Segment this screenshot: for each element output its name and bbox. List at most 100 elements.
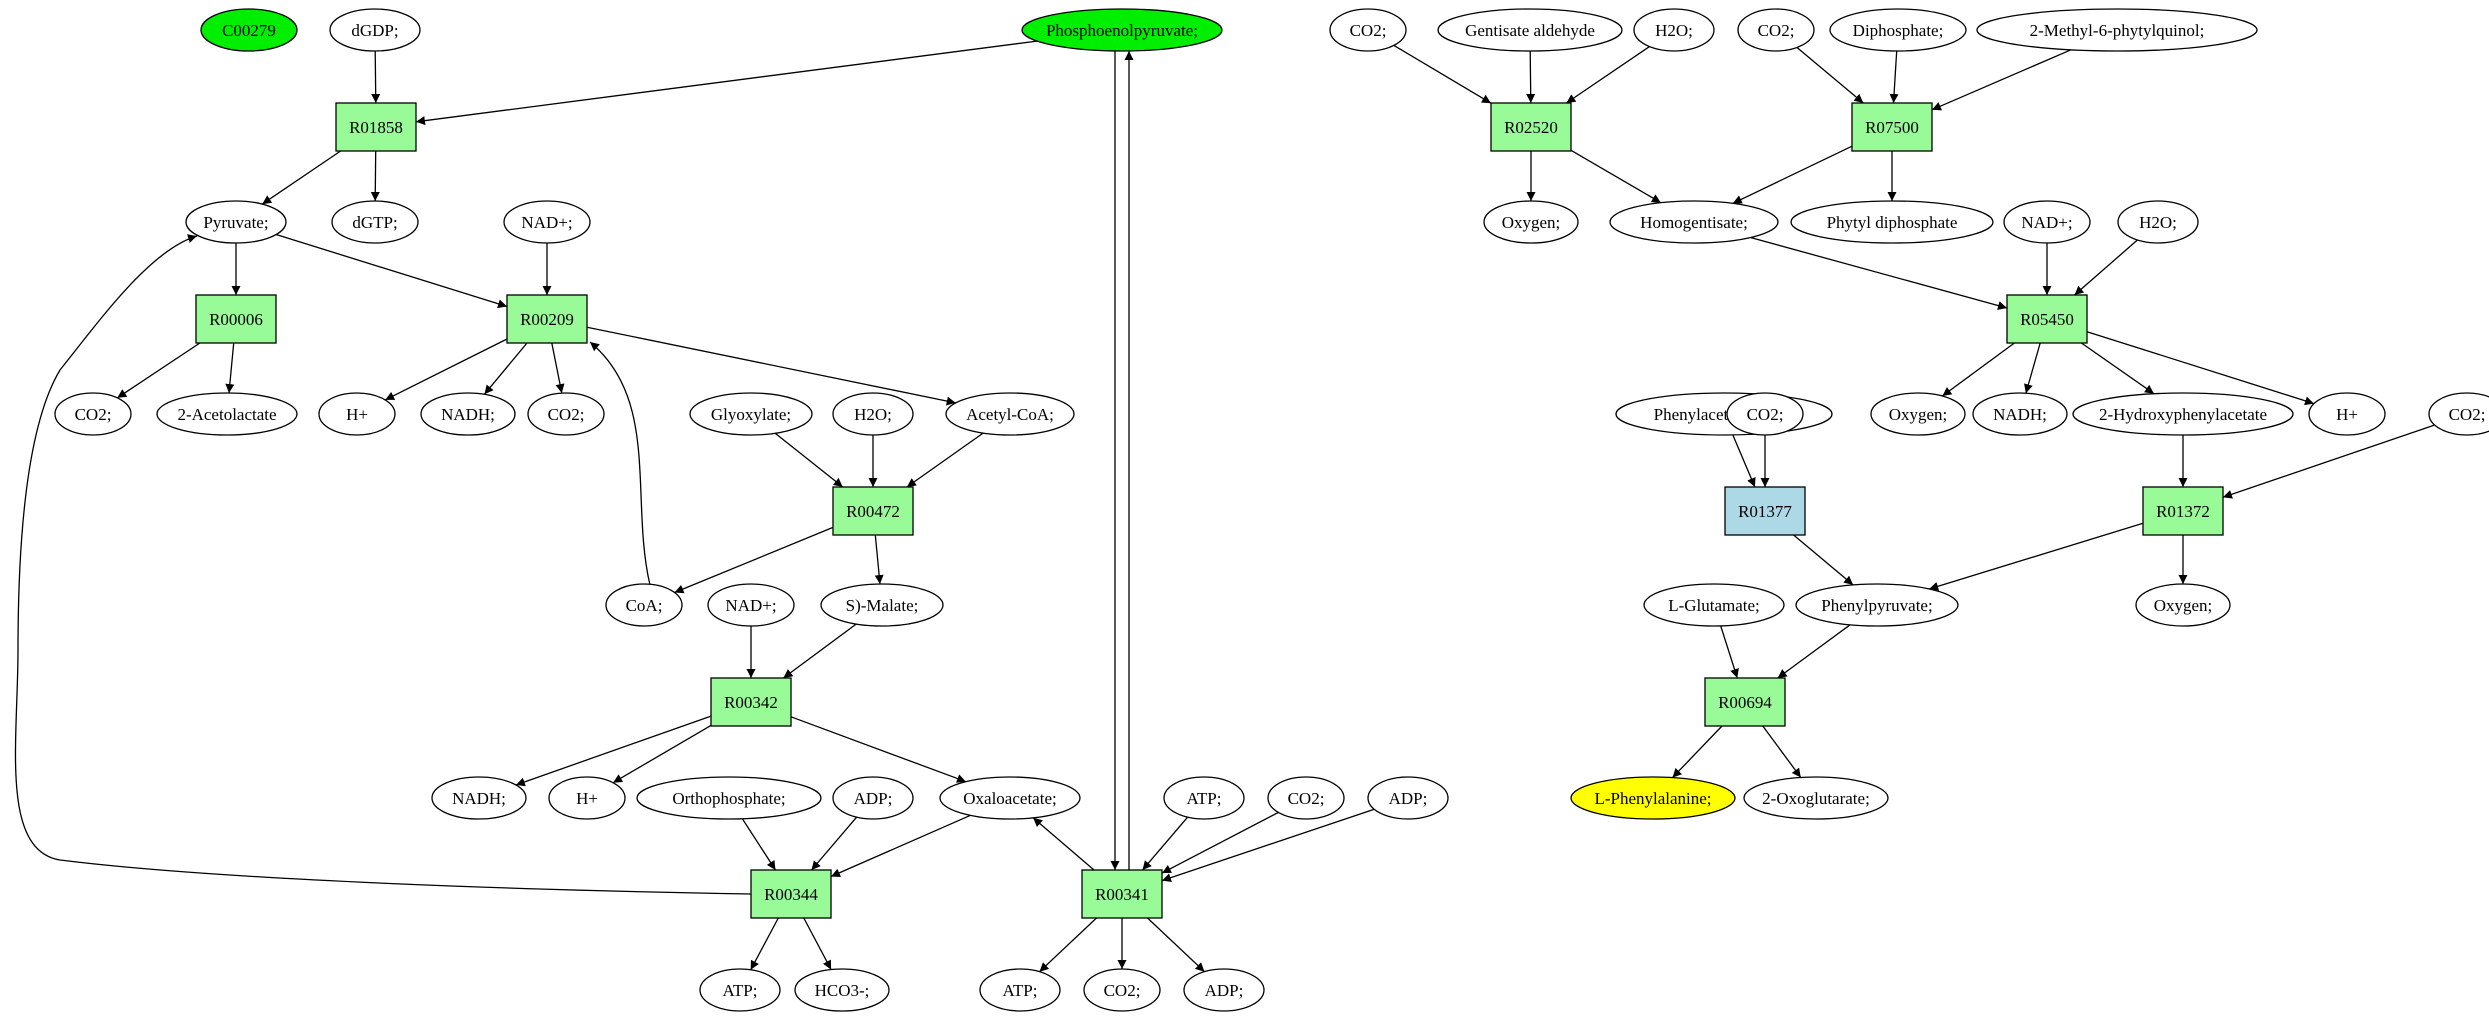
edge-r00006-to-co2_a xyxy=(116,342,201,399)
compound-node-adp_c[interactable]: ADP; xyxy=(1183,968,1265,1012)
node-label: Oxygen; xyxy=(1502,213,1561,232)
edge-r05450-to-oxygen_b xyxy=(1942,342,2015,397)
compound-node-atp_a[interactable]: ATP; xyxy=(1163,776,1245,820)
compound-node-hydroxyphenylacetate[interactable]: 2-Hydroxyphenylacetate xyxy=(2072,392,2294,436)
edge-r05450-to-hplus_c xyxy=(2086,331,2315,406)
compound-node-hplus_c[interactable]: H+ xyxy=(2308,392,2386,436)
reaction-node-r05450[interactable]: R05450 xyxy=(2006,294,2088,344)
node-label: C00279 xyxy=(222,21,276,40)
reaction-box xyxy=(2142,486,2224,536)
compound-ellipse xyxy=(1609,200,1779,244)
node-label: Oxygen; xyxy=(1889,405,1948,424)
compound-node-homogentisate[interactable]: Homogentisate; xyxy=(1609,200,1779,244)
compound-node-h2o_b[interactable]: H2O; xyxy=(1633,8,1715,52)
compound-node-co2_g[interactable]: CO2; xyxy=(1726,392,1804,436)
reaction-node-r07500[interactable]: R07500 xyxy=(1851,102,1933,152)
compound-node-lphenylalanine[interactable]: L-Phenylalanine; xyxy=(1570,776,1736,820)
nodes-layer: C00279 dGDP; Phosphoenolpyruvate; R01858Pyr… xyxy=(54,8,2489,1012)
edge-r00209-to-co2_b xyxy=(551,342,565,394)
compound-node-oxygen_b[interactable]: Oxygen; xyxy=(1870,392,1966,436)
compound-node-pep[interactable]: Phosphoenolpyruvate; xyxy=(1021,8,1223,52)
compound-ellipse xyxy=(1183,968,1265,1012)
compound-ellipse xyxy=(318,392,396,436)
compound-ellipse xyxy=(1633,8,1715,52)
node-label: Pyruvate; xyxy=(203,213,268,232)
compound-node-glyoxylate[interactable]: Glyoxylate; xyxy=(689,392,813,436)
compound-ellipse xyxy=(1643,583,1785,627)
reaction-node-r00344[interactable]: R00344 xyxy=(750,869,832,919)
node-label: Gentisate aldehyde xyxy=(1465,21,1595,40)
compound-node-dgtp[interactable]: dGTP; xyxy=(331,200,419,244)
reaction-node-r01377[interactable]: R01377 xyxy=(1724,486,1806,536)
edge-pep-to-r01858 xyxy=(415,40,1038,126)
compound-node-co2_c[interactable]: CO2; xyxy=(1267,776,1345,820)
compound-node-co2_d[interactable]: CO2; xyxy=(1083,968,1161,1012)
compound-ellipse xyxy=(832,776,914,820)
node-label: R00472 xyxy=(846,502,900,521)
compound-node-co2_f[interactable]: CO2; xyxy=(1737,8,1815,52)
compound-node-c00279[interactable]: C00279 xyxy=(200,8,298,52)
node-label: R00342 xyxy=(724,693,778,712)
compound-node-acetylcoa[interactable]: Acetyl-CoA; xyxy=(945,392,1075,436)
compound-node-methylphytyl[interactable]: 2-Methyl-6-phytylquinol; xyxy=(1976,8,2258,52)
compound-node-orthophosphate[interactable]: Orthophosphate; xyxy=(636,776,822,820)
node-label: Phenylpyruvate; xyxy=(1821,596,1932,615)
compound-node-nad2[interactable]: NAD+; xyxy=(707,583,795,627)
compound-node-co2_e[interactable]: CO2; xyxy=(1329,8,1407,52)
compound-node-adp_a[interactable]: ADP; xyxy=(832,776,914,820)
compound-node-lglutamate[interactable]: L-Glutamate; xyxy=(1643,583,1785,627)
edge-acetylcoa-to-r00472 xyxy=(906,432,984,488)
compound-node-atp_b[interactable]: ATP; xyxy=(699,968,781,1012)
compound-node-oxaloacetate[interactable]: Oxaloacetate; xyxy=(939,776,1081,820)
reaction-node-r00342[interactable]: R00342 xyxy=(710,677,792,727)
compound-node-smalate[interactable]: S)-Malate; xyxy=(820,583,944,627)
edge-r00006-to-acetolactate xyxy=(225,342,235,394)
reaction-node-r00006[interactable]: R00006 xyxy=(195,294,277,344)
reaction-node-r00209[interactable]: R00209 xyxy=(506,294,588,344)
node-label: 2-Oxoglutarate; xyxy=(1762,789,1870,808)
node-label: R01858 xyxy=(349,118,403,137)
compound-node-oxoglutarate[interactable]: 2-Oxoglutarate; xyxy=(1743,776,1889,820)
compound-node-h2o_a[interactable]: H2O; xyxy=(832,392,914,436)
compound-node-coa[interactable]: CoA; xyxy=(605,583,683,627)
reaction-node-r01372[interactable]: R01372 xyxy=(2142,486,2224,536)
reaction-node-r00341[interactable]: R00341 xyxy=(1081,869,1163,919)
compound-node-nadh_b[interactable]: NADH; xyxy=(431,776,527,820)
reaction-node-r01858[interactable]: R01858 xyxy=(335,102,417,152)
edge-r00341-to-adp_c xyxy=(1147,917,1205,973)
compound-node-gentisate[interactable]: Gentisate aldehyde xyxy=(1437,8,1623,52)
compound-node-phytyldp[interactable]: Phytyl diphosphate xyxy=(1790,200,1994,244)
compound-node-pyruvate[interactable]: Pyruvate; xyxy=(185,200,287,244)
compound-node-atp_c[interactable]: ATP; xyxy=(979,968,1061,1012)
compound-node-hco3[interactable]: HCO3-; xyxy=(794,968,890,1012)
compound-node-oxygen_c[interactable]: Oxygen; xyxy=(2135,583,2231,627)
compound-node-nad3[interactable]: NAD+; xyxy=(2003,200,2091,244)
compound-node-nad1[interactable]: NAD+; xyxy=(503,200,591,244)
node-label: CO2; xyxy=(2449,405,2486,424)
compound-node-oxygen_a[interactable]: Oxygen; xyxy=(1483,200,1579,244)
node-label: H2O; xyxy=(854,405,892,424)
edge-r00341-to-atp_c xyxy=(1039,917,1097,973)
edge-pyruvate-to-r00209 xyxy=(275,233,508,309)
compound-node-co2_a[interactable]: CO2; xyxy=(54,392,132,436)
compound-node-diphosphate[interactable]: Diphosphate; xyxy=(1829,8,1967,52)
compound-node-dgdp[interactable]: dGDP; xyxy=(329,8,421,52)
compound-node-hplus_a[interactable]: H+ xyxy=(318,392,396,436)
compound-node-nadh_a[interactable]: NADH; xyxy=(420,392,516,436)
edge-r05450-to-nadh_c xyxy=(2024,342,2041,394)
compound-ellipse xyxy=(979,968,1061,1012)
compound-node-adp_b[interactable]: ADP; xyxy=(1367,776,1449,820)
reaction-node-r00694[interactable]: R00694 xyxy=(1704,677,1786,727)
reaction-node-r00472[interactable]: R00472 xyxy=(832,486,914,536)
node-label: CO2; xyxy=(1288,789,1325,808)
compound-node-h2o_c[interactable]: H2O; xyxy=(2117,200,2199,244)
reaction-node-r02520[interactable]: R02520 xyxy=(1490,102,1572,152)
compound-node-nadh_c[interactable]: NADH; xyxy=(1972,392,2068,436)
compound-ellipse xyxy=(1870,392,1966,436)
compound-node-phenylpyruvate[interactable]: Phenylpyruvate; xyxy=(1795,583,1959,627)
compound-node-co2_h[interactable]: CO2; xyxy=(2428,392,2489,436)
compound-node-hplus_b[interactable]: H+ xyxy=(548,776,626,820)
compound-node-co2_b[interactable]: CO2; xyxy=(527,392,605,436)
compound-node-acetolactate[interactable]: 2-Acetolactate xyxy=(156,392,298,436)
